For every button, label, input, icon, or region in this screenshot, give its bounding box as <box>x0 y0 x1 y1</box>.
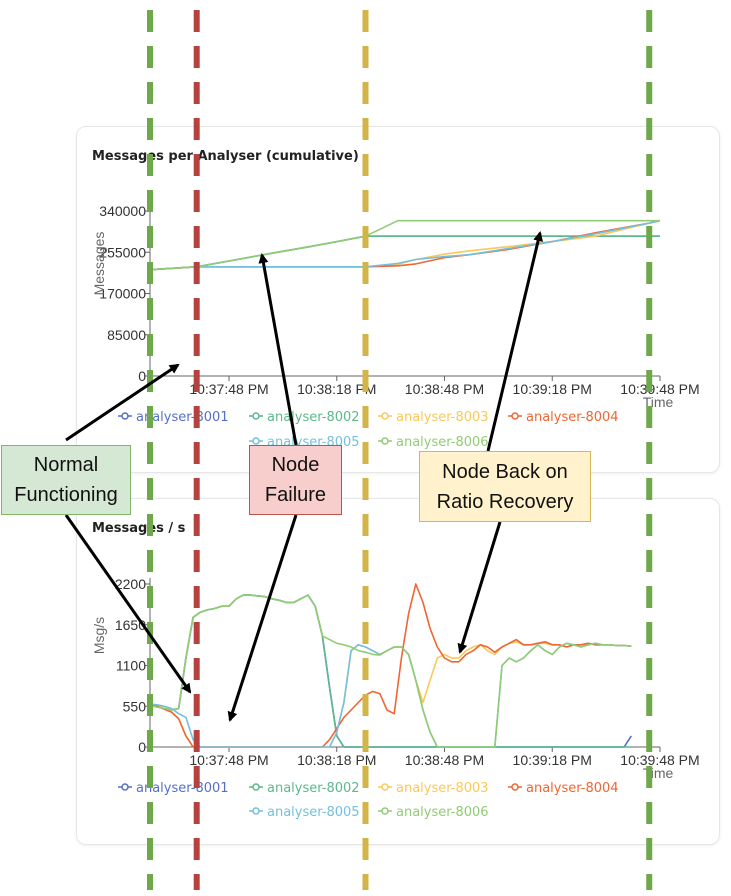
legend-item-analyser-8004[interactable]: analyser-8004 <box>508 781 619 796</box>
x-tick-label: 10:37:48 PM <box>189 381 268 397</box>
legend-item-analyser-8006[interactable]: analyser-8006 <box>378 805 489 820</box>
legend-item-analyser-8004[interactable]: analyser-8004 <box>508 410 619 425</box>
y-tick-label: 2200 <box>115 576 146 592</box>
annotation-normal-functioning: Normal Functioning <box>1 445 131 515</box>
legend-circle-icon <box>381 783 389 791</box>
y-axis-title: Msg/s <box>91 617 107 654</box>
series-line-analyser-8005 <box>149 219 661 271</box>
series-line-analyser-8001 <box>149 594 632 748</box>
annotation-recovery-line2: Ratio Recovery <box>436 491 574 513</box>
x-tick-label: 10:39:48 PM <box>620 381 699 397</box>
annotation-recovery-line1: Node Back on <box>442 461 568 483</box>
series-line-analyser-8006 <box>149 594 632 748</box>
y-tick-label: 255000 <box>99 244 146 260</box>
legend-circle-icon <box>252 807 260 815</box>
legend-circle-icon <box>381 412 389 420</box>
legend-item-analyser-8002[interactable]: analyser-8002 <box>249 781 360 796</box>
series-line-analyser-8006 <box>149 219 660 271</box>
y-axis-title: Messages <box>91 232 107 296</box>
arrow-failure-chart2 <box>227 514 298 722</box>
legend-circle-icon <box>121 412 129 420</box>
x-tick-label: 10:38:18 PM <box>297 381 376 397</box>
y-tick-label: 340000 <box>99 203 146 219</box>
legend-label: analyser-8002 <box>267 410 360 425</box>
series-line-analyser-8004 <box>149 583 632 748</box>
arrow-recovery-chart2 <box>457 521 502 654</box>
arrow-normal-chart1 <box>65 363 180 442</box>
legend-item-analyser-8003[interactable]: analyser-8003 <box>378 781 489 796</box>
series-line-analyser-8005 <box>149 642 632 748</box>
legend-label: analyser-8001 <box>136 781 229 796</box>
legend-item-analyser-8003[interactable]: analyser-8003 <box>378 410 489 425</box>
annotation-normal-line2: Functioning <box>14 484 118 506</box>
annotation-failure-line2: Failure <box>264 484 327 506</box>
chart2-title: Messages / s <box>92 521 186 536</box>
legend-circle-icon <box>252 783 260 791</box>
annotation-normal-line1: Normal <box>33 454 99 476</box>
annotation-node-back-on: Node Back on Ratio Recovery <box>419 451 591 522</box>
arrow-normal-chart2 <box>64 514 192 694</box>
legend-item-analyser-8002[interactable]: analyser-8002 <box>249 410 360 425</box>
y-tick-label: 1100 <box>116 658 146 674</box>
legend-item-analyser-8001[interactable]: analyser-8001 <box>118 781 229 796</box>
x-tick-label: 10:39:18 PM <box>513 381 592 397</box>
legend-label: analyser-8003 <box>396 410 489 425</box>
legend-label: analyser-8006 <box>396 435 489 450</box>
legend-item-analyser-8006[interactable]: analyser-8006 <box>378 435 489 450</box>
x-tick-label: 10:39:48 PM <box>620 752 699 768</box>
legend-circle-icon <box>121 783 129 791</box>
legend-label: analyser-8006 <box>396 805 489 820</box>
series-line-analyser-8002 <box>149 594 632 748</box>
legend-label: analyser-8003 <box>396 781 489 796</box>
legend-label: analyser-8004 <box>526 410 619 425</box>
y-tick-label: 0 <box>138 739 146 755</box>
y-tick-label: 85000 <box>107 327 146 343</box>
x-tick-label: 10:39:18 PM <box>513 752 592 768</box>
legend-item-analyser-8005[interactable]: analyser-8005 <box>249 805 360 820</box>
cumulative-chart-panel: Messages per Analyser (cumulative) <box>76 126 720 473</box>
x-tick-label: 10:38:18 PM <box>297 752 376 768</box>
legend-circle-icon <box>252 437 260 445</box>
legend-circle-icon <box>511 412 519 420</box>
legend-circle-icon <box>511 783 519 791</box>
y-tick-label: 170000 <box>99 286 146 302</box>
legend-circle-icon <box>381 807 389 815</box>
legend-circle-icon <box>252 412 260 420</box>
legend-label: analyser-8002 <box>267 781 360 796</box>
legend-label: analyser-8005 <box>267 805 360 820</box>
x-tick-label: 10:38:48 PM <box>405 752 484 768</box>
annotation-node-failure: Node Failure <box>249 445 342 515</box>
legend-label: analyser-8004 <box>526 781 619 796</box>
annotation-failure-line1: Node <box>271 454 320 476</box>
legend-label: analyser-8001 <box>136 410 229 425</box>
arrow-failure-chart1 <box>258 253 298 446</box>
x-tick-label: 10:38:48 PM <box>405 381 484 397</box>
y-tick-label: 550 <box>123 698 147 714</box>
legend-circle-icon <box>381 437 389 445</box>
x-tick-label: 10:37:48 PM <box>189 752 268 768</box>
legend-item-analyser-8001[interactable]: analyser-8001 <box>118 410 229 425</box>
y-tick-label: 0 <box>138 368 146 384</box>
series-line-analyser-8003 <box>149 640 632 748</box>
chart1-title: Messages per Analyser (cumulative) <box>92 149 359 164</box>
arrow-recovery-chart1 <box>486 231 544 452</box>
